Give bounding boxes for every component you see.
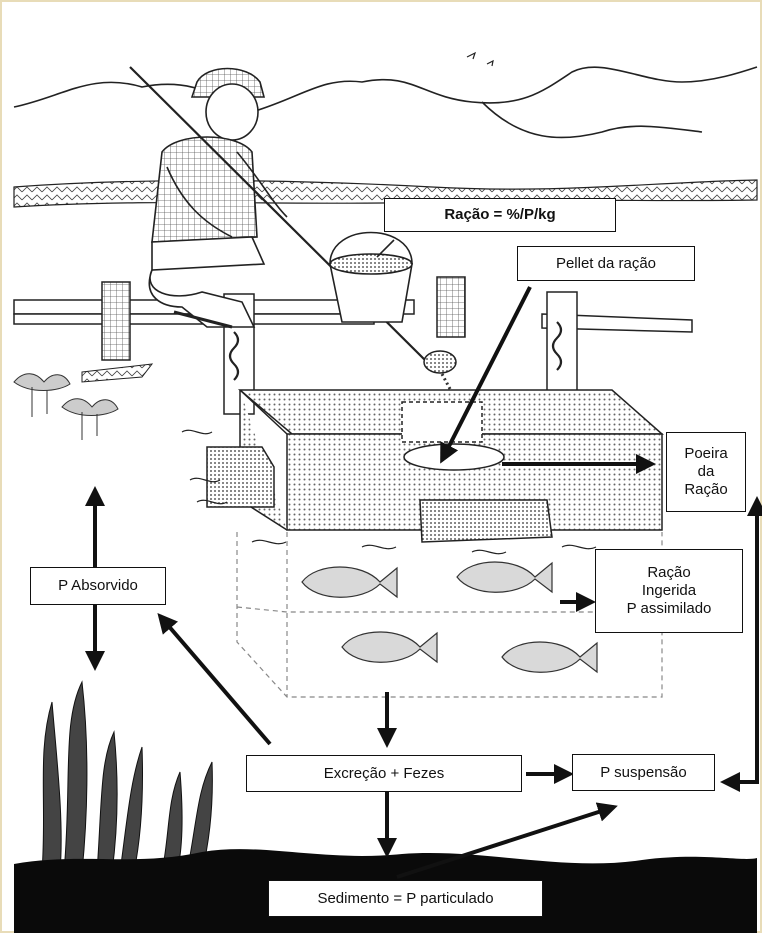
label-pellet: Pellet da ração (517, 246, 695, 281)
label-sedimento: Sedimento = P particulado (268, 880, 543, 917)
label-poeira: Poeira da Ração (666, 432, 746, 512)
label-suspensao: P suspensão (572, 754, 715, 791)
label-absorvido: P Absorvido (30, 567, 166, 605)
label-ingerida: Ração Ingerida P assimilado (595, 549, 743, 633)
bucket (330, 233, 412, 323)
label-racao: Ração = %/P/kg (384, 198, 616, 232)
shore-plants (14, 374, 118, 440)
fish (302, 562, 597, 672)
label-excrecao: Excreção + Fezes (246, 755, 522, 792)
mountains (14, 67, 757, 138)
aquatic-plants (42, 682, 212, 872)
